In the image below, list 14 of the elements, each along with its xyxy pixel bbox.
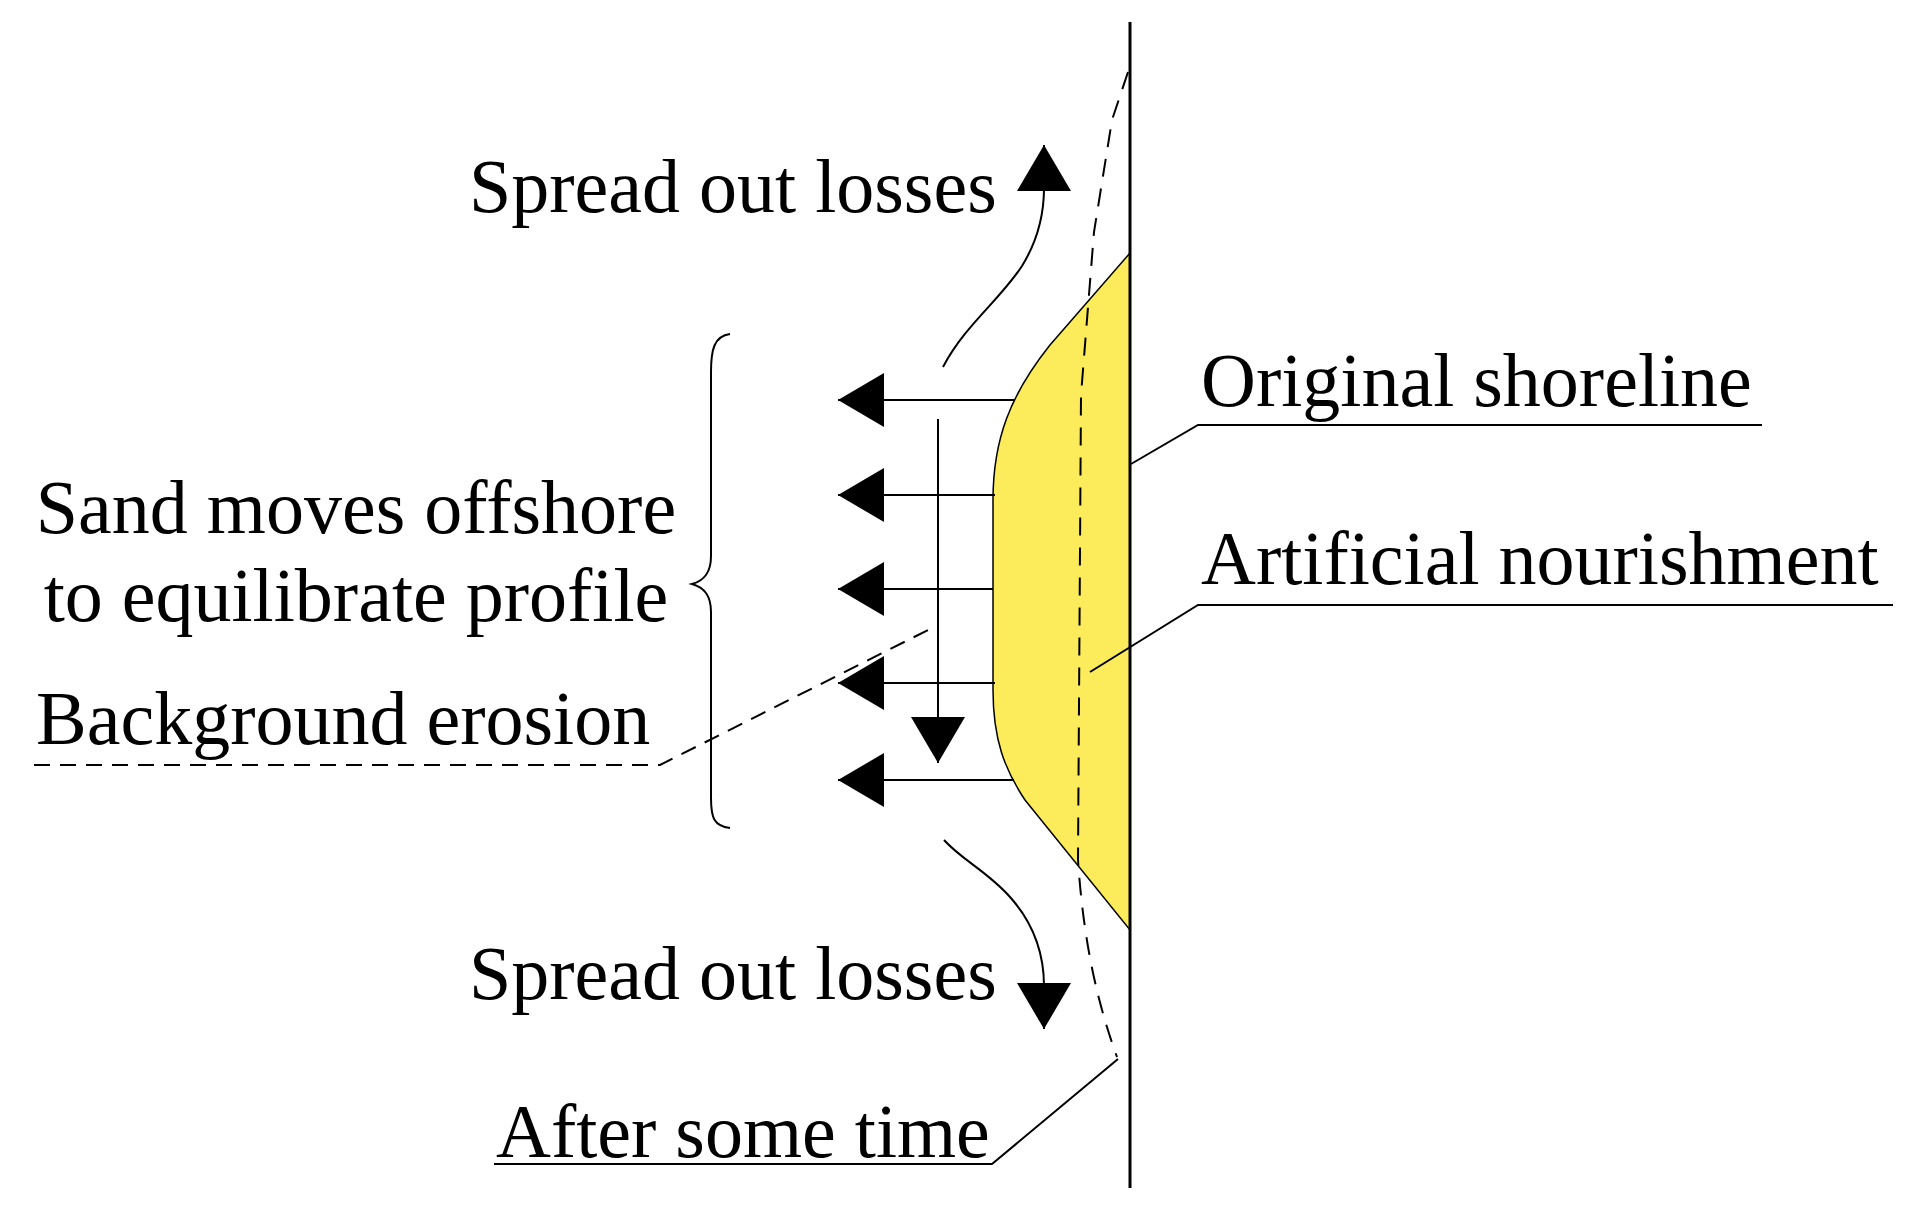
leader-line	[1130, 424, 1763, 465]
callout-label: Artificial nourishment	[1198, 515, 1893, 605]
shoreline-line	[1128, 22, 1132, 1188]
leader-line	[493, 1058, 1119, 1165]
annotation-text: Spread out losses	[468, 930, 998, 1017]
callout-label: Original shoreline	[1198, 337, 1762, 425]
leader-line	[1089, 604, 1894, 673]
annotation-text: Sand moves offshore to equilibrate profile	[34, 464, 678, 639]
annotation-text: Spread out losses	[468, 143, 998, 230]
callout-label: Background erosion	[34, 675, 660, 765]
dashed-shoreline	[1077, 71, 1129, 1058]
nourishment-area	[992, 252, 1131, 931]
callout-label: After some time	[494, 1088, 992, 1164]
down-arrow	[911, 418, 965, 764]
